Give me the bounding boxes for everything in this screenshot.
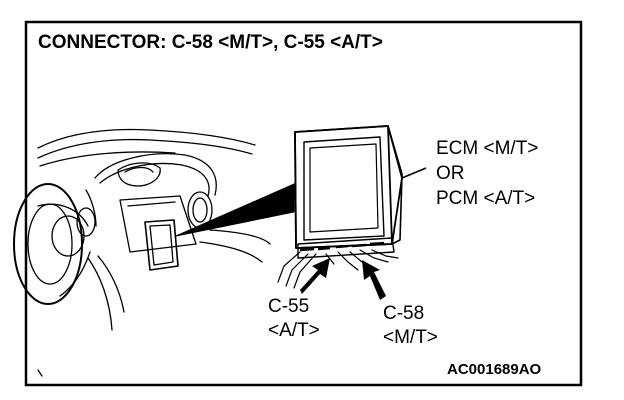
callout-c55-variant: <A/T> xyxy=(268,320,320,341)
module-label-line1: ECM <M/T> xyxy=(436,138,539,159)
module-label-line2: OR xyxy=(436,163,465,184)
module-label-line3: PCM <A/T> xyxy=(436,188,536,209)
module-label: ECM <M/T> OR PCM <A/T> xyxy=(436,136,538,211)
callout-c58-variant: <M/T> xyxy=(383,327,438,348)
callout-c58-connector: C-58 xyxy=(383,303,425,324)
ecm-module-illustration xyxy=(294,125,427,259)
callout-c58: C-58 <M/T> xyxy=(383,302,438,350)
location-pointer xyxy=(175,183,295,237)
diagram-title: CONNECTOR: C-58 <M/T>, C-55 <A/T> xyxy=(38,32,383,53)
wiring-harness xyxy=(277,249,399,289)
c58-arrow xyxy=(362,260,386,300)
figure-code: AC001689AO xyxy=(447,361,542,378)
callout-c55: C-55 <A/T> xyxy=(268,295,320,343)
dashboard-illustration xyxy=(13,128,271,377)
figure-frame xyxy=(24,20,583,387)
c55-arrow xyxy=(300,258,330,294)
callout-c55-connector: C-55 xyxy=(268,296,310,317)
